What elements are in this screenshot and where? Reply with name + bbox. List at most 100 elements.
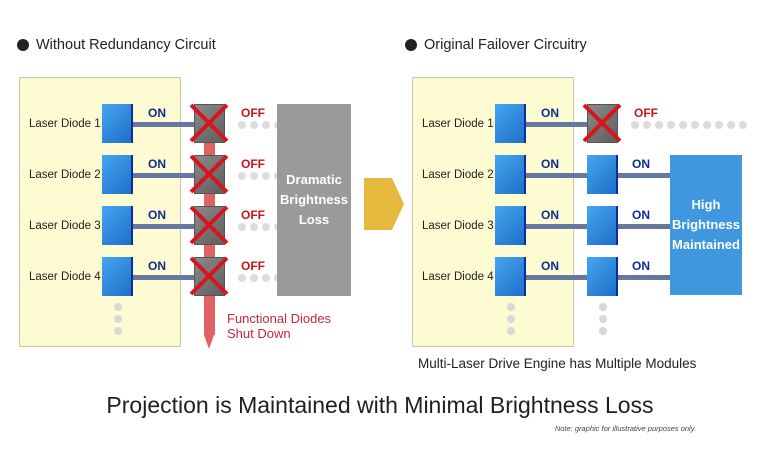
- failure-x-icon: [189, 154, 229, 194]
- disclaimer-note: Note: graphic for illustrative purposes …: [554, 424, 696, 433]
- dead-signal-dot: [727, 121, 735, 129]
- output-text-line: Brightness: [280, 192, 348, 207]
- on-status: ON: [148, 106, 166, 120]
- dead-signal-dot: [250, 172, 258, 180]
- diode-label: Laser Diode 3: [422, 220, 494, 232]
- laser-diode-block: [102, 206, 133, 245]
- dead-signal-dot: [262, 172, 270, 180]
- dead-signal-dot: [250, 121, 258, 129]
- off-status: OFF: [634, 106, 658, 120]
- shutdown-label-line: Functional Diodes: [227, 311, 332, 326]
- more-diodes-dots: [114, 303, 122, 335]
- dead-signal-dot: [262, 223, 270, 231]
- connection-wire: [133, 224, 213, 229]
- on-status: ON: [148, 208, 166, 222]
- on-status: ON: [541, 259, 559, 273]
- connection-wire: [526, 122, 605, 127]
- on-status: ON: [632, 157, 650, 171]
- backup-module-block: [587, 155, 618, 194]
- connection-wire: [526, 224, 605, 229]
- no-signal-dots: [238, 121, 282, 129]
- laser-diode-block: [495, 206, 526, 245]
- dead-signal-dot: [262, 274, 270, 282]
- more-diodes-dots: [507, 303, 515, 335]
- bullet-icon: [405, 39, 417, 51]
- on-status: ON: [632, 259, 650, 273]
- output-text-line: High: [691, 197, 721, 212]
- output-text-line: Dramatic: [286, 172, 342, 187]
- output-text-line: Brightness: [672, 217, 740, 232]
- off-status: OFF: [241, 208, 265, 222]
- on-status: ON: [148, 157, 166, 171]
- left-heading: Without Redundancy Circuit: [17, 37, 216, 53]
- dead-signal-dot: [643, 121, 651, 129]
- connection-wire: [618, 275, 670, 280]
- dead-signal-dot: [250, 274, 258, 282]
- on-status: ON: [632, 208, 650, 222]
- shutdown-arrow-tip: [204, 335, 214, 349]
- main-title: Projection is Maintained with Minimal Br…: [106, 392, 654, 418]
- backup-module-block: [587, 257, 618, 296]
- dead-signal-dot: [715, 121, 723, 129]
- diode-label: Laser Diode 2: [422, 169, 494, 181]
- off-status: OFF: [241, 157, 265, 171]
- no-signal-dots: [238, 172, 282, 180]
- shutdown-label-line: Shut Down: [227, 326, 291, 341]
- right-heading-text: Original Failover Circuitry: [424, 37, 587, 53]
- more-modules-dots: [599, 303, 607, 335]
- no-signal-dots: [238, 223, 282, 231]
- dead-signal-dot: [262, 121, 270, 129]
- engine-caption: Multi-Laser Drive Engine has Multiple Mo…: [418, 356, 697, 371]
- diode-label: Laser Diode 3: [29, 220, 101, 232]
- connection-wire: [133, 173, 213, 178]
- failure-x-icon: [189, 103, 229, 143]
- connection-wire: [526, 173, 605, 178]
- brightness-loss-box: Dramatic Brightness Loss: [277, 104, 351, 296]
- dead-signal-dot: [679, 121, 687, 129]
- on-status: ON: [541, 157, 559, 171]
- on-status: ON: [541, 106, 559, 120]
- brightness-maintained-box: High Brightness Maintained: [670, 155, 742, 295]
- dead-signal-dot: [250, 223, 258, 231]
- no-signal-dots: [238, 274, 282, 282]
- laser-diode-block: [102, 155, 133, 194]
- dead-signal-dot: [238, 223, 246, 231]
- connection-wire: [618, 173, 670, 178]
- dead-signal-dot: [691, 121, 699, 129]
- dead-signal-dot: [739, 121, 747, 129]
- connection-wire: [526, 275, 605, 280]
- diode-label: Laser Diode 2: [29, 169, 101, 181]
- dead-signal-dot: [667, 121, 675, 129]
- right-heading: Original Failover Circuitry: [405, 37, 587, 53]
- diode-label: Laser Diode 1: [29, 118, 101, 130]
- dead-signal-dot: [238, 274, 246, 282]
- diode-label: Laser Diode 4: [422, 271, 494, 283]
- no-signal-dots: [631, 121, 747, 129]
- dead-signal-dot: [655, 121, 663, 129]
- off-status: OFF: [241, 259, 265, 273]
- laser-diode-block: [102, 257, 133, 296]
- left-heading-text: Without Redundancy Circuit: [36, 37, 216, 53]
- connection-wire: [133, 275, 213, 280]
- transition-arrow-icon: [364, 178, 404, 230]
- laser-diode-block: [495, 155, 526, 194]
- dead-signal-dot: [703, 121, 711, 129]
- shutdown-label: Functional Diodes Shut Down: [227, 311, 331, 341]
- failure-x-icon: [189, 256, 229, 296]
- dead-signal-dot: [631, 121, 639, 129]
- failure-x-icon: [189, 205, 229, 245]
- laser-diode-block: [495, 104, 526, 143]
- dead-signal-dot: [238, 172, 246, 180]
- laser-diode-block: [102, 104, 133, 143]
- laser-diode-block: [495, 257, 526, 296]
- connection-wire: [618, 224, 670, 229]
- bullet-icon: [17, 39, 29, 51]
- backup-module-block: [587, 206, 618, 245]
- output-text-line: Loss: [298, 212, 330, 227]
- failure-x-icon: [582, 103, 622, 143]
- dead-signal-dot: [238, 121, 246, 129]
- connection-wire: [133, 122, 213, 127]
- off-status: OFF: [241, 106, 265, 120]
- on-status: ON: [541, 208, 559, 222]
- diode-label: Laser Diode 1: [422, 118, 494, 130]
